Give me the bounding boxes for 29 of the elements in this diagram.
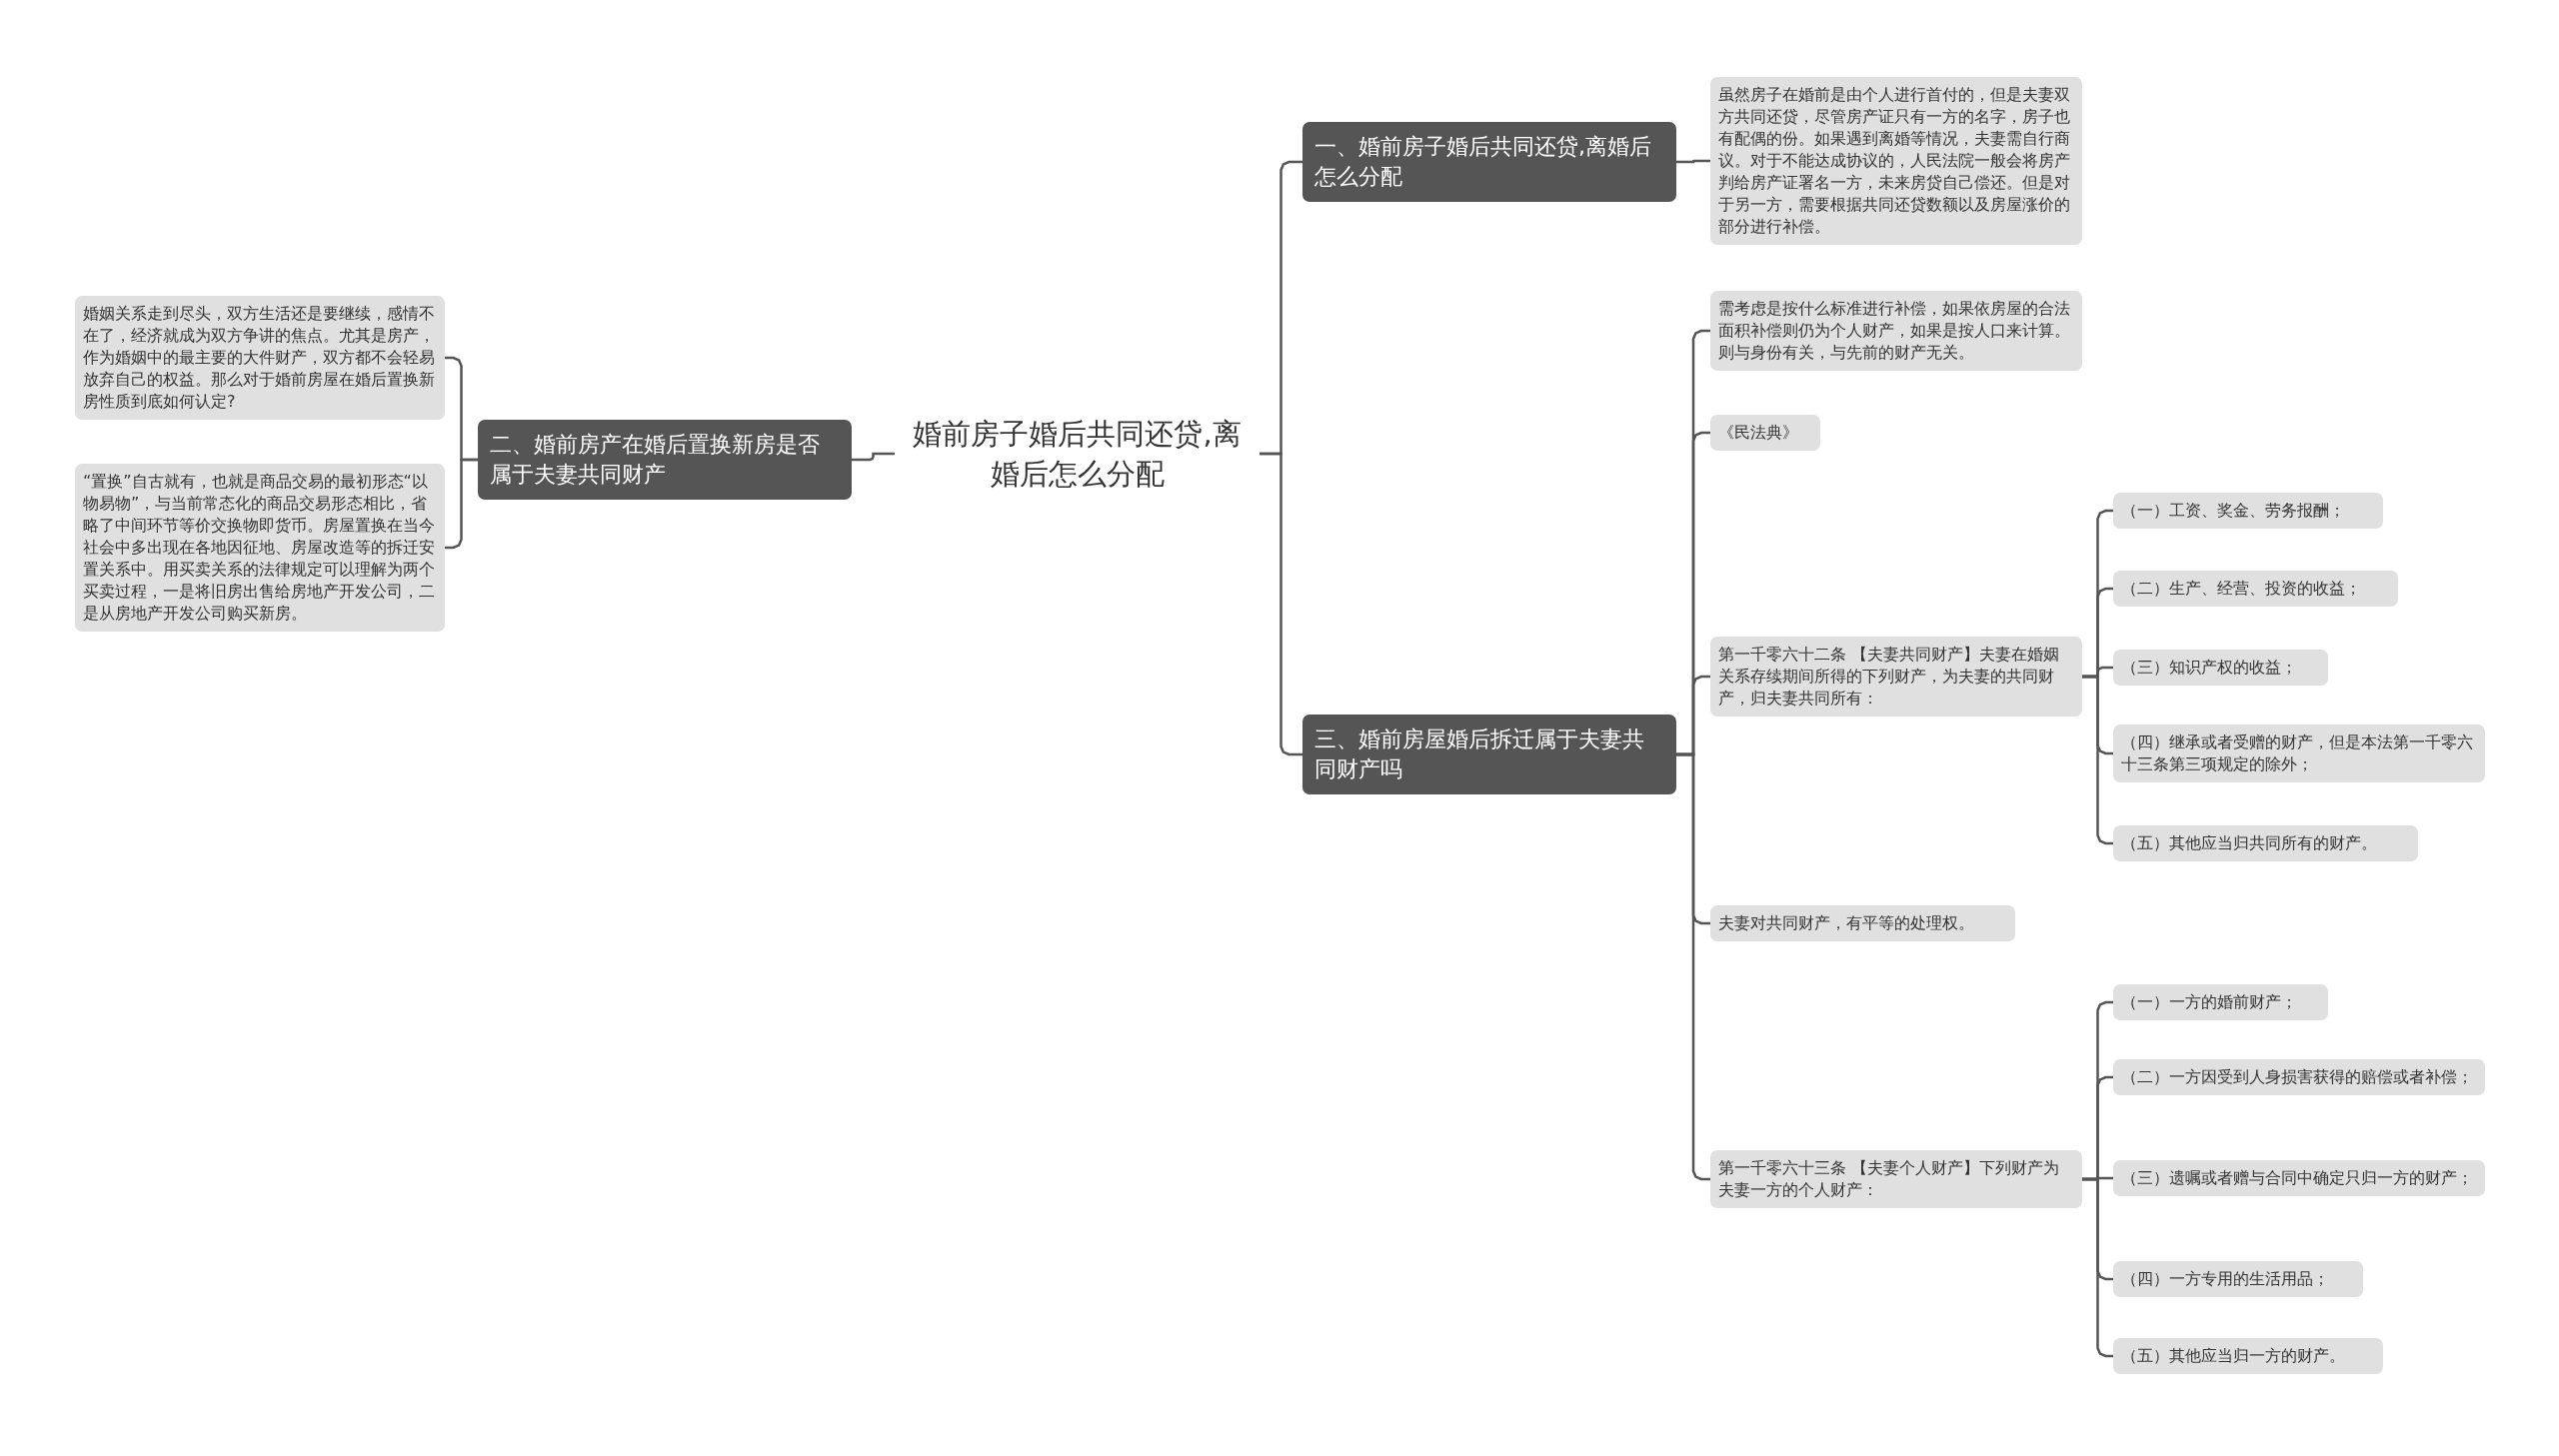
note-box: （四）一方专用的生活用品；: [2113, 1261, 2363, 1297]
topic-box: 一、婚前房子婚后共同还贷,离婚后怎么分配: [1302, 122, 1676, 202]
topic-box: 三、婚前房屋婚后拆迁属于夫妻共同财产吗: [1302, 715, 1676, 794]
topic-box: 二、婚前房产在婚后置换新房是否属于夫妻共同财产: [478, 420, 852, 500]
connector-line: [852, 452, 895, 462]
note-box: 《民法典》: [1710, 415, 1820, 451]
note-box: （四）继承或者受赠的财产，但是本法第一千零六十三条第三项规定的除外；: [2113, 725, 2485, 782]
note-box: 婚姻关系走到尽头，双方生活还是要继续，感情不在了，经济就成为双方争讲的焦点。尤其是房产，作为婚姻中的最主要的大件财产，双方都不会轻易放弃自己的权益。那么对于婚前房屋在婚后置换新房性质到底如何认定?: [75, 296, 445, 420]
note-box: （二）生产、经营、投资的收益；: [2113, 571, 2398, 607]
note-box: 虽然房子在婚前是由个人进行首付的，但是夫妻双方共同还贷，尽管房产证只有一方的名字，房子也有配偶的份。如果遇到离婚等情况，夫妻需自行商议。对于不能达成协议的，人民法院一般会将房产判给房产证署名一方，未来房贷自己偿还。但是对于另一方，需要根据共同还贷数额以及房屋涨价的部分进行补偿。: [1710, 77, 2082, 245]
note-box: 第一千零六十三条 【夫妻个人财产】下列财产为夫妻一方的个人财产：: [1710, 1150, 2082, 1208]
note-box: （二）一方因受到人身损害获得的赔偿或者补偿；: [2113, 1059, 2485, 1095]
connector-line: [445, 458, 478, 550]
note-box: “置换”自古就有，也就是商品交易的最初形态“以物易物”，与当前常态化的商品交易形态相比，省略了中间环节等价交换物即货币。房屋置换在当今社会中多出现在各地因征地、房屋改造等的拆迁安置关系中。用买卖关系的法律规定可以理解为两个买卖过程，一是将旧房出售给房地产开发公司，二是从房地产开发公司购买新房。: [75, 464, 445, 632]
note-box: 第一千零六十二条 【夫妻共同财产】夫妻在婚姻关系存续期间所得的下列财产，为夫妻的共同财产，归夫妻共同所有：: [1710, 637, 2082, 717]
connector-line: [2082, 675, 2113, 845]
connector-line: [2082, 1177, 2113, 1358]
note-box: （一）一方的婚前财产；: [2113, 984, 2328, 1020]
note-box: （三）知识产权的收益；: [2113, 650, 2328, 686]
note-box: （五）其他应当归一方的财产。: [2113, 1338, 2383, 1374]
central-topic: 婚前房子婚后共同还贷,离婚后怎么分配: [895, 412, 1260, 496]
note-box: （三）遗嘱或者赠与合同中确定只归一方的财产；: [2113, 1160, 2485, 1196]
note-box: （一）工资、奖金、劳务报酬；: [2113, 493, 2383, 529]
note-box: 夫妻对共同财产，有平等的处理权。: [1710, 905, 2015, 941]
note-box: 需考虑是按什么标准进行补偿，如果依房屋的合法面积补偿则仍为个人财产，如果是按人口来计算。则与身份有关，与先前的财产无关。: [1710, 291, 2082, 371]
note-box: （五）其他应当归共同所有的财产。: [2113, 825, 2418, 861]
connector-line: [1676, 159, 1710, 164]
connector-line: [1260, 452, 1302, 756]
connector-line: [1676, 752, 1710, 1181]
